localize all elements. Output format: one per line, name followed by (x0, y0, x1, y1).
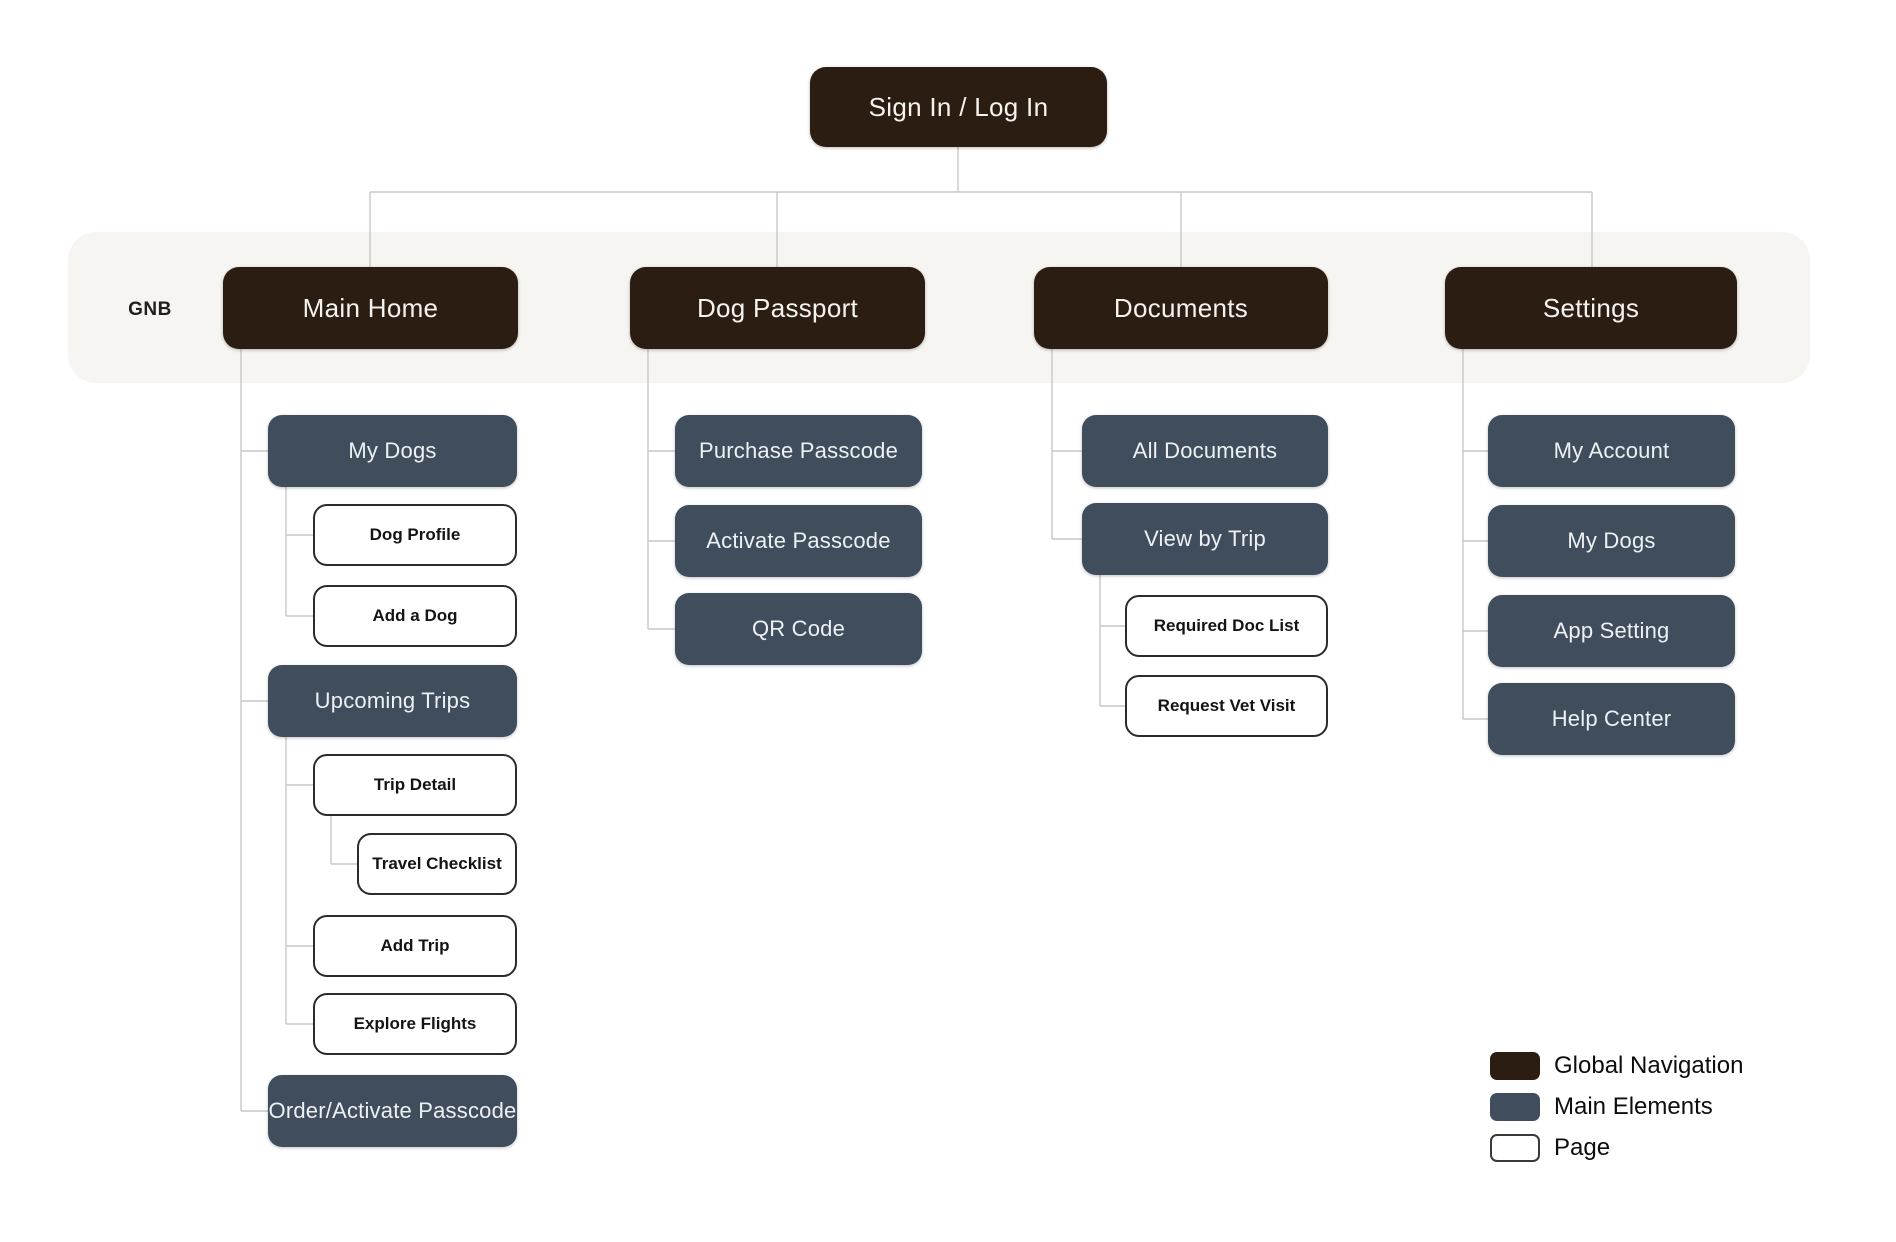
node-help-center[interactable]: Help Center (1488, 683, 1735, 755)
node-purchase-passcode[interactable]: Purchase Passcode (675, 415, 922, 487)
legend-label: Page (1554, 1134, 1611, 1161)
legend-swatch-gnb (1490, 1052, 1540, 1080)
node-my-dogs-settings[interactable]: My Dogs (1488, 505, 1735, 577)
node-add-trip[interactable]: Add Trip (313, 915, 517, 977)
node-main-home[interactable]: Main Home (223, 267, 518, 349)
legend-row-page: Page (1490, 1134, 1743, 1162)
node-trip-detail[interactable]: Trip Detail (313, 754, 517, 816)
node-qr-code[interactable]: QR Code (675, 593, 922, 665)
legend-label: Global Navigation (1554, 1052, 1744, 1079)
node-upcoming-trips[interactable]: Upcoming Trips (268, 665, 517, 737)
node-travel-checklist[interactable]: Travel Checklist (357, 833, 517, 895)
node-explore-flights[interactable]: Explore Flights (313, 993, 517, 1055)
node-my-dogs[interactable]: My Dogs (268, 415, 517, 487)
legend-swatch-page (1490, 1134, 1540, 1162)
node-all-documents[interactable]: All Documents (1082, 415, 1328, 487)
node-documents[interactable]: Documents (1034, 267, 1328, 349)
legend-label: Main Elements (1554, 1093, 1713, 1120)
node-dog-passport[interactable]: Dog Passport (630, 267, 925, 349)
node-activate-passcode[interactable]: Activate Passcode (675, 505, 922, 577)
node-settings[interactable]: Settings (1445, 267, 1737, 349)
node-request-vet-visit[interactable]: Request Vet Visit (1125, 675, 1328, 737)
node-view-by-trip[interactable]: View by Trip (1082, 503, 1328, 575)
legend-swatch-element (1490, 1093, 1540, 1121)
node-dog-profile[interactable]: Dog Profile (313, 504, 517, 566)
node-app-setting[interactable]: App Setting (1488, 595, 1735, 667)
node-add-a-dog[interactable]: Add a Dog (313, 585, 517, 647)
legend-row-element: Main Elements (1490, 1093, 1743, 1121)
node-order-activate-passcode[interactable]: Order/Activate Passcode (268, 1075, 517, 1147)
node-required-doc-list[interactable]: Required Doc List (1125, 595, 1328, 657)
node-sign-in[interactable]: Sign In / Log In (810, 67, 1107, 147)
node-my-account[interactable]: My Account (1488, 415, 1735, 487)
legend-row-gnb: Global Navigation (1490, 1052, 1743, 1080)
gnb-band-label: GNB (128, 299, 172, 320)
